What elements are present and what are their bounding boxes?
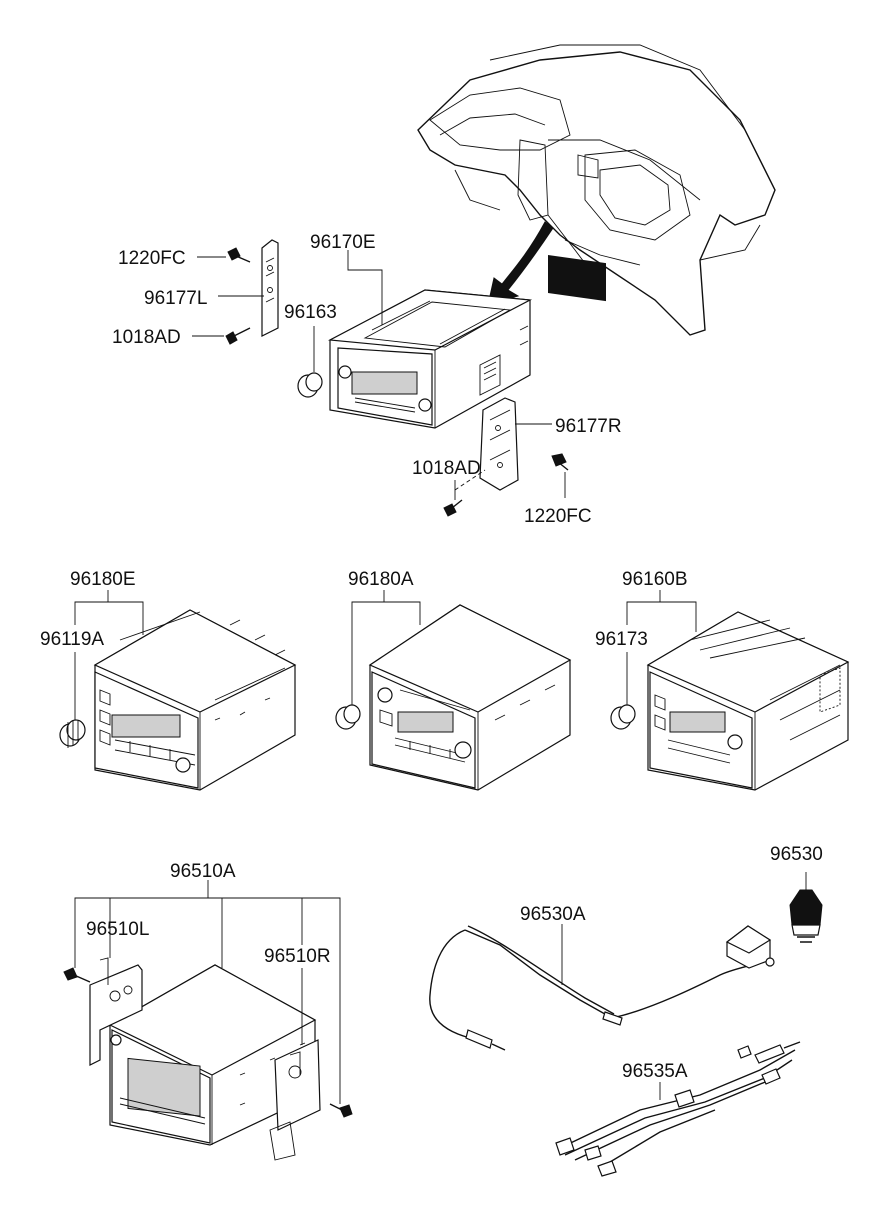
leader-lines-top xyxy=(192,250,566,500)
screw-1018AD-right xyxy=(443,499,463,517)
knob-96163 xyxy=(297,372,323,398)
radio-96160B xyxy=(646,611,850,791)
install-direction-arrow xyxy=(487,221,554,306)
label-96530: 96530 xyxy=(770,844,823,865)
bracket-96510L xyxy=(89,957,143,1066)
cable-96535A xyxy=(555,1041,801,1177)
bracket-96177L xyxy=(261,239,279,337)
label-96163: 96163 xyxy=(284,302,337,323)
radio-96180E xyxy=(93,609,297,791)
label-96177L: 96177L xyxy=(144,288,207,309)
antenna-cable-96530A xyxy=(429,925,775,1051)
leader-lines-nav xyxy=(74,880,341,1104)
radio-96180A xyxy=(368,604,572,791)
label-96170E: 96170E xyxy=(310,232,376,253)
label-96510L: 96510L xyxy=(86,919,149,940)
screw-1018AD-left xyxy=(225,327,251,345)
label-96173: 96173 xyxy=(595,629,648,650)
label-96119A: 96119A xyxy=(40,629,104,650)
label-96530A: 96530A xyxy=(520,904,586,925)
label-96510A: 96510A xyxy=(170,861,236,882)
screw-1220FC-left xyxy=(227,247,251,263)
knob-96119A xyxy=(59,719,86,748)
screw-1220FC-right xyxy=(551,453,569,471)
label-96510R: 96510R xyxy=(264,946,331,967)
radio-96170E xyxy=(327,289,533,429)
dashboard-illustration xyxy=(417,44,776,336)
knob-96180A xyxy=(335,704,361,730)
bracket-96510R xyxy=(269,1039,321,1161)
label-96177R: 96177R xyxy=(555,416,622,437)
label-1220FC-bottom: 1220FC xyxy=(524,506,592,527)
bracket-96177R xyxy=(454,397,519,491)
leader-lines-middle xyxy=(74,590,697,720)
label-1220FC-top: 1220FC xyxy=(118,248,186,269)
label-96160B: 96160B xyxy=(622,569,688,590)
label-1018AD-bottom: 1018AD xyxy=(412,458,481,479)
nav-unit-96510A xyxy=(108,964,317,1146)
label-96535A: 96535A xyxy=(622,1061,688,1082)
knob-96173 xyxy=(610,704,636,730)
leader-lines-antenna xyxy=(561,924,661,1100)
screw-96510A-right xyxy=(329,1103,353,1118)
antenna-96530 xyxy=(789,872,823,943)
screw-96510A-left xyxy=(63,967,91,983)
label-96180E: 96180E xyxy=(70,569,136,590)
label-1018AD-top: 1018AD xyxy=(112,327,181,348)
label-96180A: 96180A xyxy=(348,569,414,590)
